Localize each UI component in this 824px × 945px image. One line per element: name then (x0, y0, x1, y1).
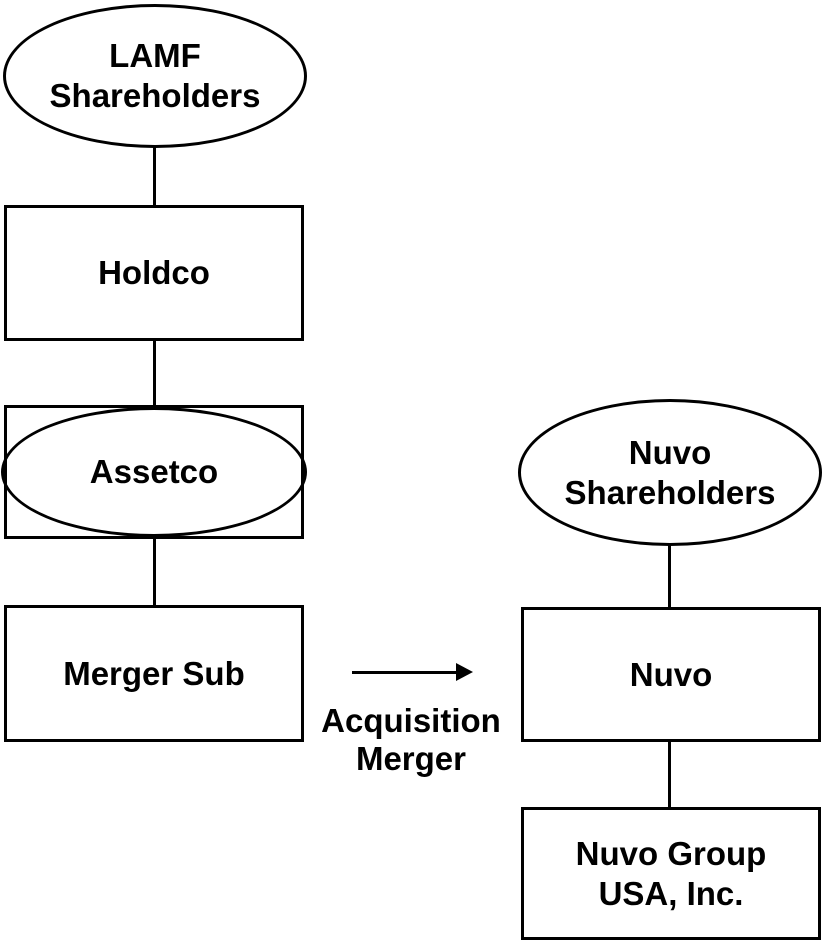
assetco-node: Assetco (1, 407, 307, 537)
assetco-label: Assetco (89, 453, 219, 491)
lamf-shareholders-label-line2: Shareholders (49, 77, 261, 114)
connector-assetco-to-mergersub (153, 537, 156, 607)
nuvo-group-usa-label-line2: USA, Inc. (598, 874, 744, 912)
lamf-shareholders-label-line1: LAMF (109, 37, 201, 75)
nuvo-shareholders-label-line2: Shareholders (564, 473, 776, 511)
holdco-node: Holdco (4, 205, 304, 341)
connector-nuvo-to-nuvogroup (668, 740, 671, 809)
arrow-right-icon (456, 663, 473, 681)
nuvo-shareholders-node: Nuvo Shareholders (518, 399, 822, 546)
acquisition-merger-arrow-line (352, 671, 458, 674)
merger-sub-node: Merger Sub (4, 605, 304, 742)
nuvo-shareholders-label-line1: Nuvo (628, 433, 712, 471)
nuvo-label: Nuvo (629, 655, 713, 693)
nuvo-node: Nuvo (521, 607, 821, 742)
holdco-label: Holdco (98, 254, 210, 292)
connector-holdco-to-assetco (153, 339, 156, 407)
nuvo-group-usa-label-line1: Nuvo Group (575, 834, 767, 872)
acquisition-merger-label-line1: Acquisition (321, 702, 501, 739)
connector-lamf-to-holdco (153, 146, 156, 207)
lamf-shareholders-node: LAMF Shareholders (3, 4, 307, 148)
acquisition-merger-label: Acquisition Merger (301, 702, 521, 778)
merger-sub-label: Merger Sub (63, 654, 245, 692)
connector-nuvoshareholders-to-nuvo (668, 544, 671, 609)
acquisition-merger-label-line2: Merger (355, 739, 467, 777)
nuvo-group-usa-node: Nuvo Group USA, Inc. (521, 807, 821, 940)
